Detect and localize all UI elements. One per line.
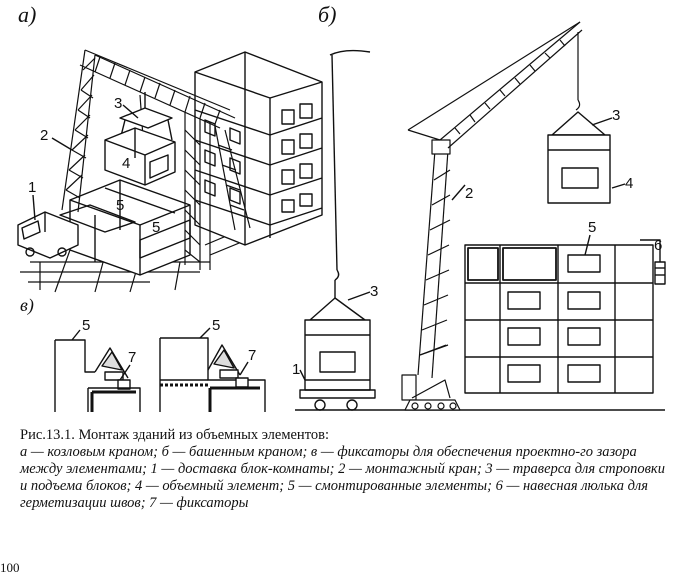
gantry-crane: [61, 49, 251, 270]
callout-2b: 2: [465, 185, 473, 202]
callout-5b: 5: [588, 219, 596, 236]
delivery-truck: [17, 211, 79, 259]
panel-label-a: а): [18, 2, 37, 27]
panel-label-b: б): [318, 2, 337, 27]
callout-5v-2: 5: [212, 317, 220, 334]
callout-4a: 4: [122, 155, 130, 172]
leader-3a: [122, 104, 139, 119]
caption-lead: Рис.13.1. Монтаж зданий из объемных элем…: [20, 427, 329, 443]
leader-4b: [611, 183, 626, 189]
callout-7v-2: 7: [248, 347, 256, 364]
fixator-detail-right: [159, 327, 266, 412]
callout-3a: 3: [114, 95, 122, 112]
callout-3c: 3: [612, 107, 620, 124]
assembly-diagram: 2 1 3 4 5 5 2 3 3 4 5 6 1 5 7 5 7: [17, 21, 666, 412]
callout-5a-2: 5: [152, 219, 160, 236]
leader-1: [32, 194, 36, 221]
leader-2b: [451, 184, 466, 201]
building-a: [194, 51, 323, 246]
callout-2a: 2: [40, 127, 48, 144]
panel-a-drawing: [17, 49, 323, 293]
hanging-block-b: [547, 111, 611, 204]
callout-6: 6: [654, 237, 662, 254]
tower-crane: [401, 21, 583, 411]
panel-label-v: в): [20, 295, 34, 315]
callout-4b: 4: [625, 175, 633, 192]
mounted-blocks-a: [59, 179, 191, 276]
leader-2a: [51, 137, 73, 151]
figure-caption: Рис.13.1. Монтаж зданий из объемных элем…: [20, 427, 670, 512]
callout-5a-1: 5: [116, 197, 124, 214]
callout-5v-1: 5: [82, 317, 90, 334]
fixator-detail-left: [54, 329, 141, 412]
leader-3c: [591, 117, 613, 126]
assembled-building-b: [464, 239, 666, 394]
panel-b-drawing: [295, 21, 666, 411]
callout-3b: 3: [370, 283, 378, 300]
callout-7v-1: 7: [128, 349, 136, 366]
left-hook-and-block: [299, 49, 376, 411]
callout-1b: 1: [292, 361, 300, 378]
caption-body: а — козловым краном; б — башенным краном…: [20, 444, 665, 511]
leader-3b: [347, 291, 371, 301]
leader-5b: [584, 234, 591, 256]
traverse-and-block-a: [104, 92, 176, 186]
panel-v-drawing: [54, 327, 266, 412]
callout-1: 1: [28, 179, 36, 196]
page-number: 100: [0, 560, 20, 575]
